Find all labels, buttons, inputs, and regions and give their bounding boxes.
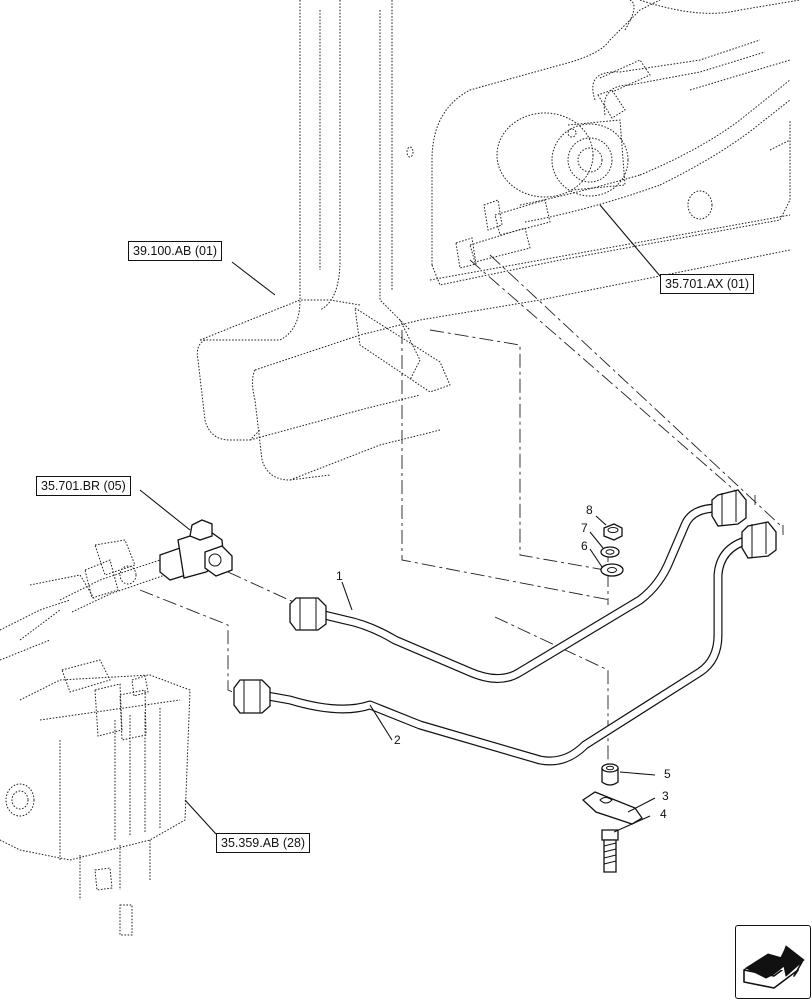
callout-6: 6 [581, 539, 588, 553]
reference-frame[interactable]: 39.100.AB (01) [128, 241, 223, 261]
callout-4: 4 [660, 807, 667, 821]
callout-7: 7 [581, 521, 588, 535]
frame-phantom [196, 0, 801, 481]
next-page-arrow-icon [743, 945, 805, 989]
assembly-lines [139, 254, 784, 770]
callout-3: 3 [662, 789, 669, 803]
hydraulic-tube-2 [233, 521, 777, 766]
reference-control-valve[interactable]: 35.359.AB (28) [216, 833, 311, 853]
leader-lines [139, 204, 661, 835]
hardware-parts [581, 523, 643, 873]
callout-2: 2 [394, 733, 401, 747]
callout-1: 1 [336, 569, 343, 583]
motor-phantom [455, 39, 791, 269]
fitting-assembly [59, 519, 233, 613]
callout-8: 8 [586, 503, 593, 517]
callout-5: 5 [664, 767, 671, 781]
reference-fitting[interactable]: 35.701.BR (05) [36, 476, 131, 496]
next-page-button[interactable] [735, 925, 811, 999]
hydraulic-tube-1 [289, 489, 747, 683]
control-valve-phantom [0, 574, 191, 936]
reference-motor-hoses[interactable]: 35.701.AX (01) [660, 274, 755, 294]
